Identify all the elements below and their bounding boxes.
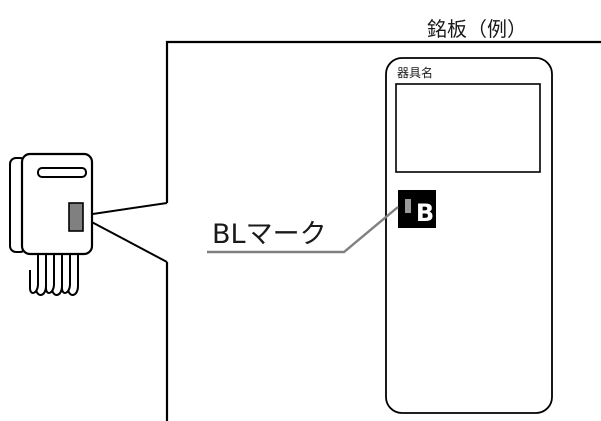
appliance-name-label: 器具名 [397,65,433,80]
bl-mark-badge: B [398,190,436,228]
appliance-name-box [395,83,541,173]
bl-mark-glyph: B [416,199,434,227]
zoom-line-upper [85,202,168,216]
callout-leader-line [207,206,399,254]
bl-mark-callout: BLマーク [212,219,327,250]
nameplate-example-caption: 銘板（例） [427,17,527,41]
water-heater-icon [9,152,94,296]
enlarged-panel-outline [165,40,601,203]
zoom-line-lower [85,218,168,263]
nameplate-location-indicator [68,202,84,232]
